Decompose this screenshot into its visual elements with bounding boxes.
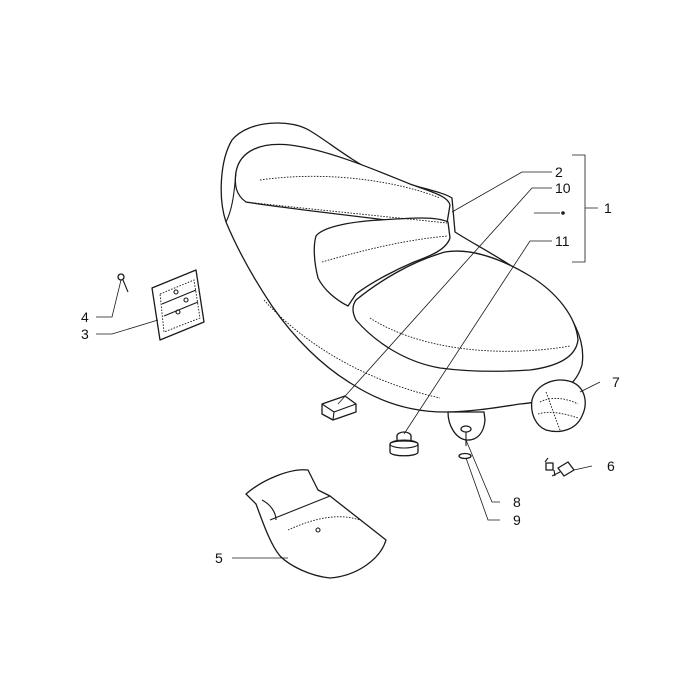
callout-8: 8 (513, 494, 521, 510)
part-5-seat-tray (245, 469, 387, 579)
group-1-dot (561, 211, 565, 215)
leader-6 (573, 465, 593, 471)
seat-seam-front (369, 317, 571, 352)
callout-9: 9 (513, 512, 521, 528)
leader-2 (451, 171, 552, 213)
part-11-rubber-buffer (389, 431, 419, 457)
leader-9 (465, 457, 500, 521)
seat-front-cushion (352, 250, 579, 372)
callout-3: 3 (81, 326, 89, 342)
leader-3 (96, 319, 159, 335)
seat-backrest (234, 143, 451, 225)
callout-7: 7 (612, 374, 620, 390)
part-8-screw (460, 425, 472, 446)
group-1-bracket (572, 154, 598, 263)
callout-labels: 1 2 3 4 5 6 7 8 9 10 11 (81, 164, 620, 566)
part-4-screw (117, 273, 129, 293)
callout-5: 5 (215, 550, 223, 566)
part-7-latch-cushion (530, 379, 586, 433)
seat-tail-edge (225, 171, 237, 223)
seat-seam-backrest (259, 175, 441, 199)
callout-6: 6 (607, 458, 615, 474)
leader-4 (96, 279, 122, 318)
seat-assembly (220, 122, 584, 441)
leader-10 (337, 187, 552, 405)
leader-7 (579, 381, 601, 393)
leader-8 (465, 439, 500, 503)
seat-seam-side (263, 299, 441, 399)
part-6-fasteners (544, 457, 575, 477)
callout-11: 11 (555, 233, 570, 249)
part-9-washer (458, 452, 472, 460)
seat-seam-divider (321, 235, 449, 263)
callout-4: 4 (81, 309, 89, 325)
part-10-rubber-pad (321, 395, 357, 421)
leader-lines (96, 171, 601, 559)
callout-1: 1 (604, 200, 612, 216)
callout-10: 10 (555, 180, 571, 196)
callout-2: 2 (555, 164, 563, 180)
seat-seam-rear (245, 201, 448, 224)
part-3-mounting-plate (151, 269, 205, 341)
leader-11 (403, 240, 552, 435)
